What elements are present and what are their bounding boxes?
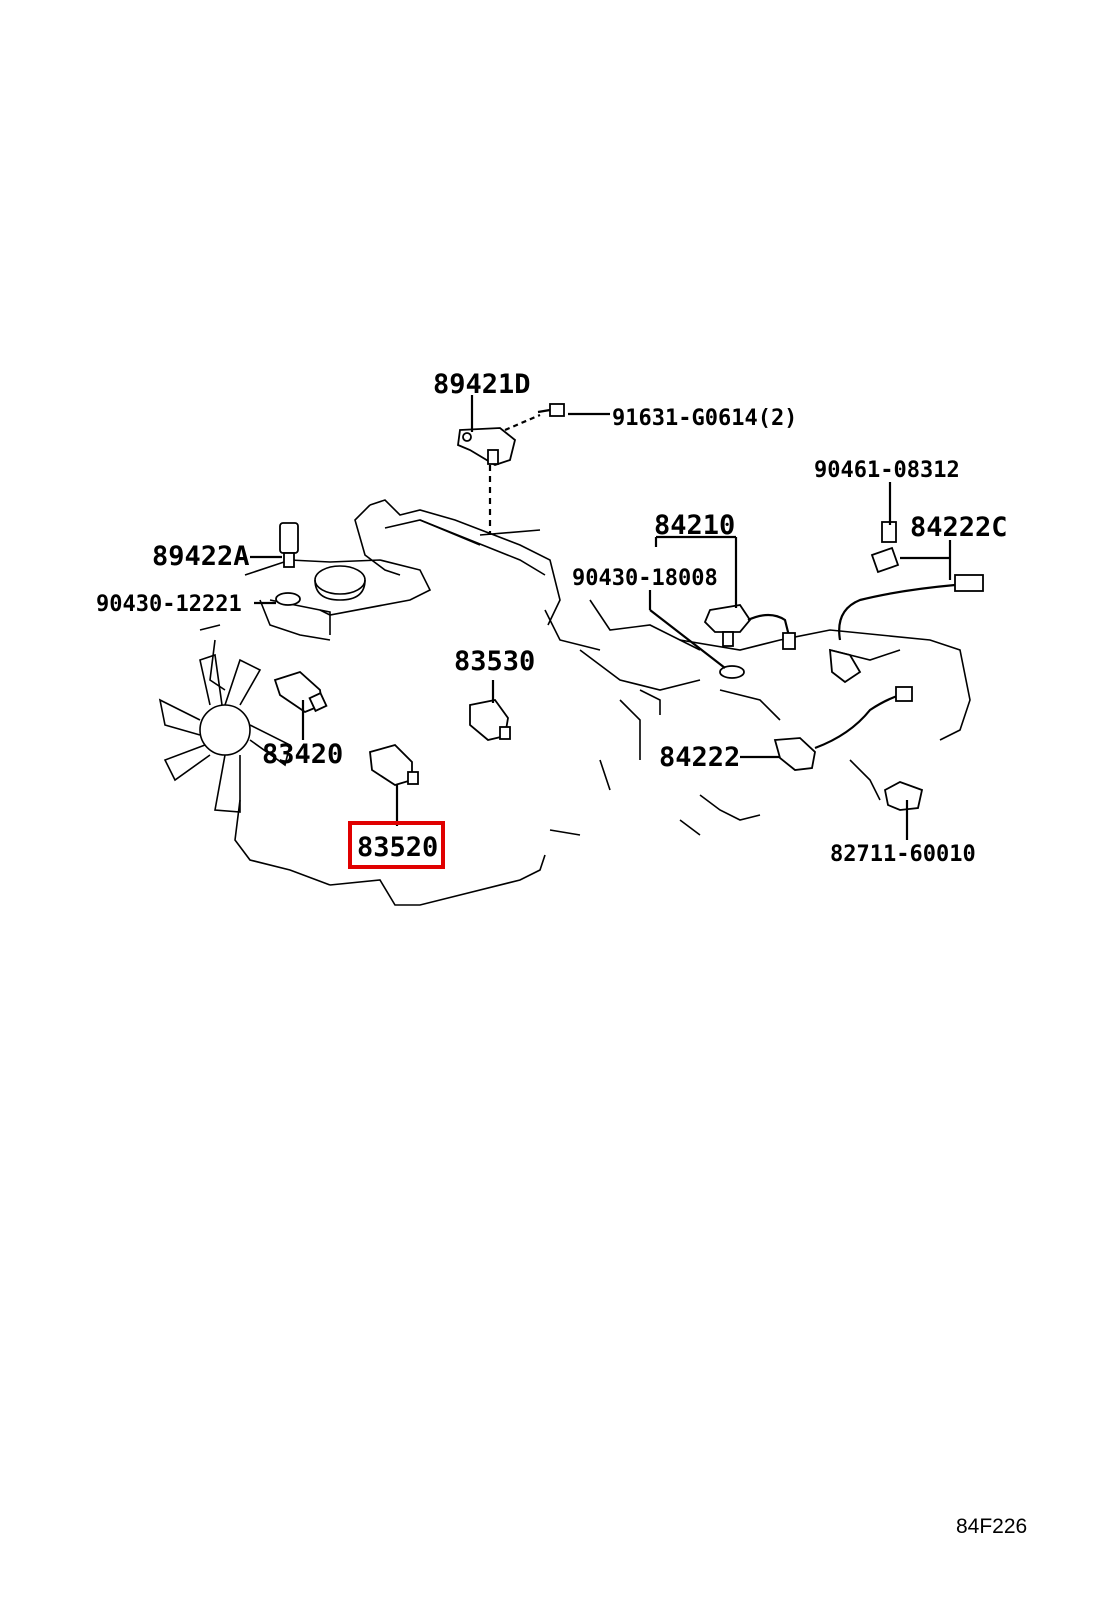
label-84210: 84210	[654, 510, 735, 541]
part-90430-12221-illustration	[275, 592, 301, 606]
part-82711-illustration	[883, 781, 924, 811]
part-83520-illustration	[369, 743, 419, 786]
part-84222C-illustration	[828, 574, 984, 684]
label-89422A: 89422A	[152, 541, 250, 572]
highlight-box-83520	[348, 821, 445, 869]
label-90430-12221: 90430-12221	[96, 592, 242, 617]
label-82711-60010: 82711-60010	[830, 842, 976, 867]
part-90430-18008-illustration	[719, 665, 745, 679]
part-90461-illustration	[870, 521, 900, 574]
label-90461-08312: 90461-08312	[814, 458, 960, 483]
diagram-reference-code: 84F226	[956, 1515, 1027, 1538]
part-89421D-illustration	[457, 427, 517, 535]
label-83420: 83420	[262, 739, 343, 770]
part-84222-illustration	[773, 686, 913, 771]
label-84222: 84222	[659, 742, 740, 773]
label-83530: 83530	[454, 646, 535, 677]
part-83530-illustration	[469, 699, 511, 741]
part-84210-illustration	[703, 604, 796, 650]
leader-lines	[250, 395, 952, 840]
part-91631-illustration	[504, 403, 565, 432]
label-83520[interactable]: 83520	[357, 832, 438, 863]
label-89421D: 89421D	[433, 369, 531, 400]
part-83420-illustration	[273, 670, 328, 714]
label-91631-G0614: 91631-G0614(2)	[612, 406, 797, 431]
label-90430-18008: 90430-18008	[572, 566, 718, 591]
label-84222C: 84222C	[910, 512, 1008, 543]
fan-illustration	[158, 653, 291, 813]
part-89422A-illustration	[279, 522, 299, 568]
